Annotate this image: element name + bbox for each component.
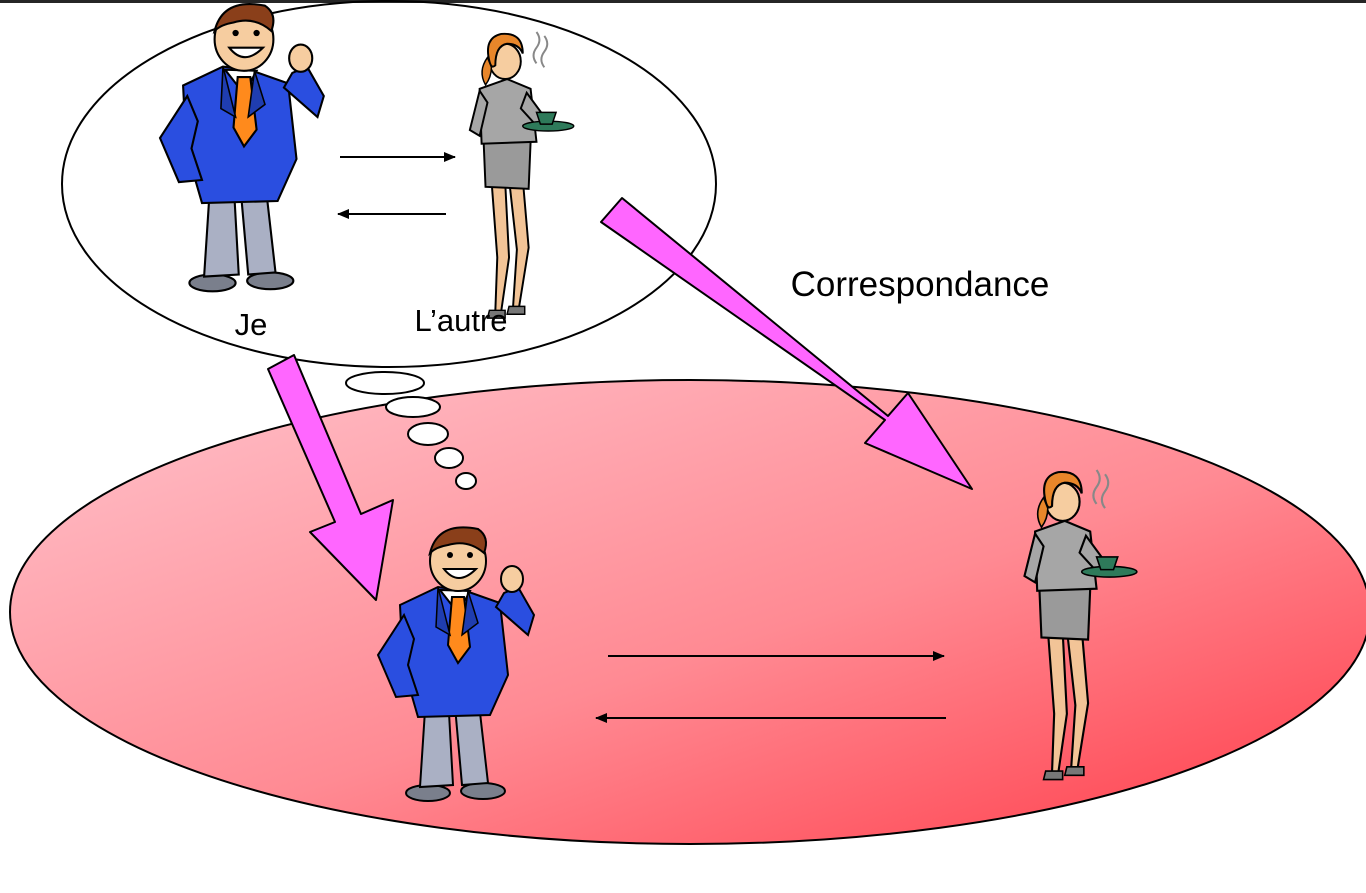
label-correspondance: Correspondance <box>791 265 1050 304</box>
title-crop-fragment <box>0 0 1366 3</box>
reality-ellipse <box>9 379 1366 845</box>
thought-bubble <box>61 0 717 368</box>
thought-bubble-trail <box>345 371 477 490</box>
label-je: Je <box>235 307 268 342</box>
label-autre: L’autre <box>414 303 507 338</box>
correspondance-arrow <box>600 197 973 490</box>
projection-arrow-je <box>267 354 394 601</box>
